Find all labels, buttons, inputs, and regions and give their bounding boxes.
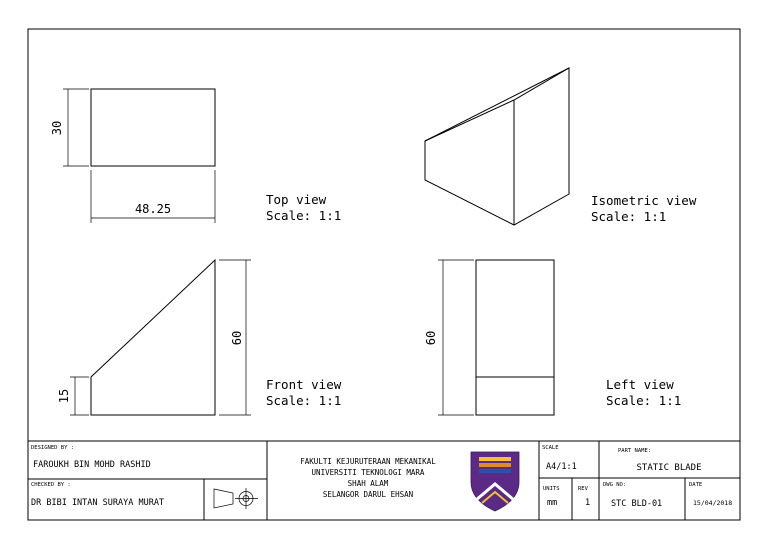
top-view-scale: Scale: 1:1 [266, 208, 341, 223]
top-view-dim-height: 30 [50, 121, 64, 135]
isometric-view-title: Isometric view [591, 193, 697, 208]
part-name-value: STATIC BLADE [636, 463, 701, 473]
front-view: 60 15 Front view Scale: 1:1 [57, 258, 342, 416]
isometric-view-scale: Scale: 1:1 [591, 209, 666, 224]
title-block: DESIGNED BY : FAROUKH BIN MOHD RASHID CH… [28, 440, 740, 520]
checked-by-value: DR BIBI INTAN SURAYA MURAT [31, 498, 164, 508]
top-view: 30 48.25 Top view Scale: 1:1 [50, 88, 341, 223]
part-name-label: PART NAME: [618, 448, 651, 454]
institution-line-3: SHAH ALAM [348, 479, 389, 488]
scale-value: A4/1:1 [546, 462, 577, 472]
left-view-scale: Scale: 1:1 [606, 393, 681, 408]
rev-value: 1 [585, 498, 590, 508]
projection-symbol-icon [213, 488, 258, 509]
institution-line-1: FAKULTI KEJURUTERAAN MEKANIKAL [300, 457, 436, 466]
rev-label: REV [578, 486, 589, 492]
left-view-dim-height: 60 [424, 331, 438, 345]
dwg-no-label: DWG NO: [603, 482, 626, 488]
left-view-title: Left view [606, 377, 674, 392]
isometric-view: Isometric view Scale: 1:1 [424, 67, 697, 226]
front-view-dim-height: 60 [230, 331, 244, 345]
date-value: 15/04/2018 [693, 499, 732, 507]
designed-by-label: DESIGNED BY : [31, 445, 74, 451]
front-view-outline [90, 258, 216, 416]
institution-line-4: SELANGOR DARUL EHSAN [323, 490, 413, 499]
sheet-border [27, 28, 741, 521]
checked-by-label: CHECKED BY : [31, 482, 71, 488]
top-view-title: Top view [266, 192, 327, 207]
isometric-outline [424, 67, 570, 226]
institution-line-2: UNIVERSITI TEKNOLOGI MARA [312, 468, 425, 477]
dwg-no-value: STC BLD-01 [611, 499, 662, 509]
top-view-outline [90, 88, 216, 167]
date-label: DATE [689, 482, 702, 488]
left-view: 60 Left view Scale: 1:1 [424, 259, 681, 416]
front-view-dim-low: 15 [57, 389, 71, 403]
scale-label: SCALE [542, 445, 559, 451]
front-view-title: Front view [266, 377, 342, 392]
units-label: UNITS [543, 486, 560, 492]
units-value: mm [547, 498, 557, 508]
top-view-dim-width: 48.25 [135, 202, 171, 216]
front-view-scale: Scale: 1:1 [266, 393, 341, 408]
university-crest-logo [470, 451, 520, 512]
left-view-outline [475, 259, 555, 416]
designed-by-value: FAROUKH BIN MOHD RASHID [33, 460, 151, 470]
